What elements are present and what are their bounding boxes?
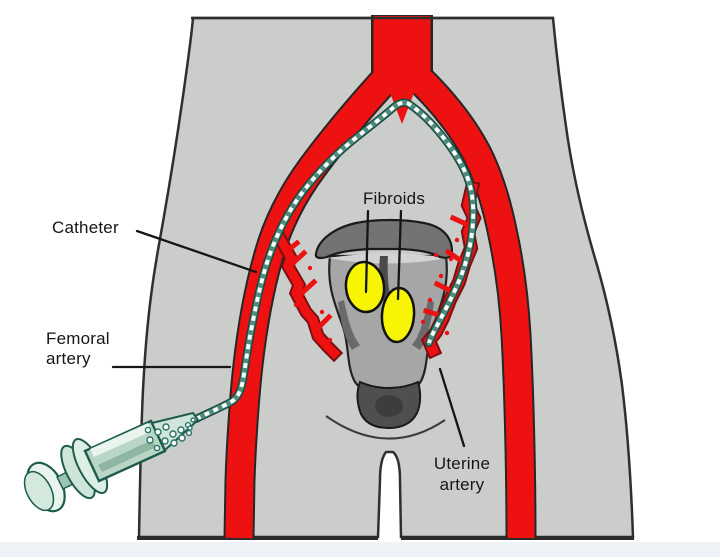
right-iliac-femoral-artery (400, 60, 535, 539)
syringe-thumb-disc-inner (23, 470, 55, 512)
femoral-artery-label-line2: artery (46, 349, 91, 368)
left-uterine-artery (274, 233, 341, 360)
uterine-artery-label-line2: artery (440, 475, 485, 494)
uterus-fundus-dome (314, 218, 454, 260)
uterus-highlight-band (328, 253, 448, 264)
annotations: Catheter Fibroids Femoral artery Uterine… (46, 189, 490, 494)
syringe-barrel-highlight (90, 423, 152, 457)
fibroids-label: Fibroids (363, 189, 425, 208)
syringe-barrel-plunger-core (98, 440, 156, 472)
catheter-pointer-line (135, 229, 258, 274)
catheter-dashes (195, 100, 476, 421)
vaginal-canal (375, 395, 403, 417)
syringe (23, 411, 200, 513)
uterine-artery-pointer-line (438, 367, 466, 448)
fibroids-pointer-line-left (364, 209, 370, 294)
fibroids-pointer-line-right (396, 209, 403, 301)
pubic-crease-line (325, 415, 446, 440)
femoral-artery-label-line1: Femoral (46, 329, 110, 348)
fibroid-right (380, 286, 416, 344)
catheter-label: Catheter (52, 218, 119, 237)
embolic-beads (144, 417, 196, 452)
left-uterine-artery-spurs (282, 239, 333, 334)
catheter (192, 98, 478, 423)
aortic-bifurcation (378, 62, 426, 124)
uterine-artery-label-line1: Uterine (434, 454, 490, 473)
embolization-speckles (285, 237, 460, 343)
uterus-inner-shadow-left (338, 300, 360, 350)
right-uterine-artery-spurs (422, 214, 472, 320)
bottom-strip (0, 542, 720, 557)
